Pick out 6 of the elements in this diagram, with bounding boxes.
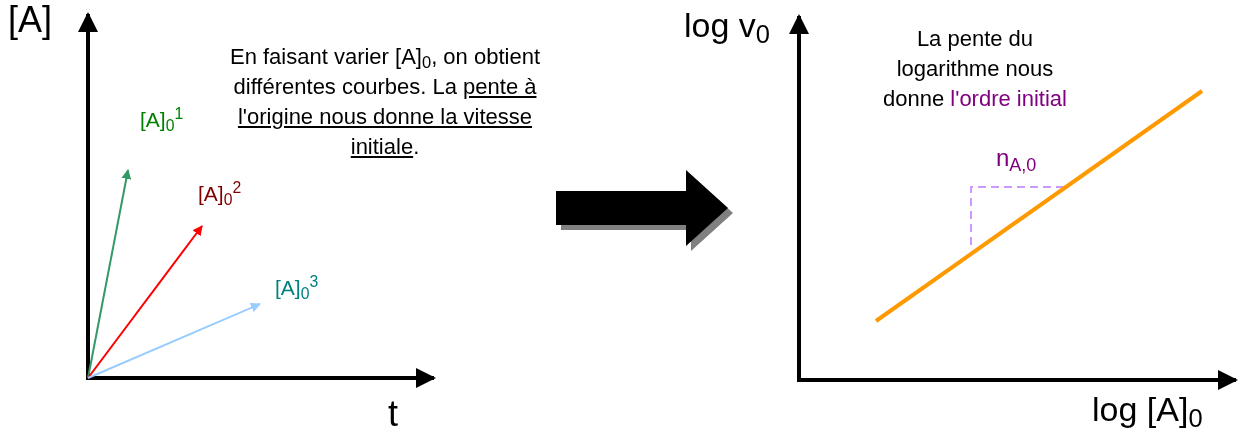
- annotation-text: En faisant varier [A]$_{0}$, on obtient différentes courbes. La pente à l'origine nous donne la vitesse initiale.: [228, 43, 541, 161]
- annotation-text: La pente du logarithme nous donne l'ordre initial: [882, 25, 1068, 113]
- axis-label: log [A]$_{0}$: [1092, 392, 1203, 426]
- axis-label: log v$_{0}$: [684, 8, 770, 42]
- axis-label: t: [388, 396, 398, 432]
- axis-label: [A]: [8, 2, 52, 38]
